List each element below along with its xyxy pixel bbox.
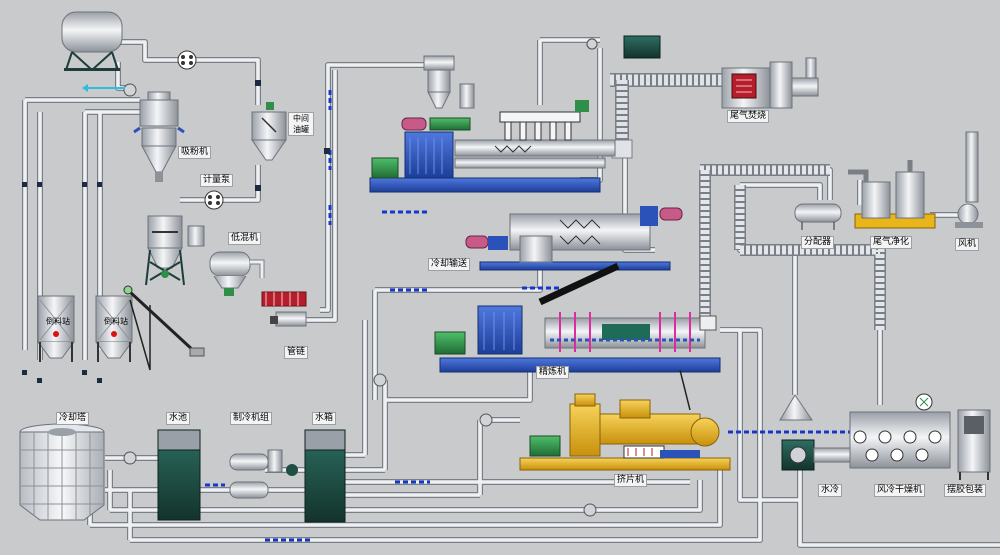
inclined-belt bbox=[538, 262, 620, 306]
pump-icons bbox=[123, 38, 598, 517]
cooling-tower bbox=[19, 423, 105, 521]
flow-indicators bbox=[205, 90, 850, 542]
low-mixer bbox=[209, 251, 265, 296]
weighing-hopper bbox=[145, 215, 205, 286]
air-cooling-dryer-label: 风冷干燥机 bbox=[874, 484, 926, 497]
suction-machine bbox=[133, 91, 185, 182]
intermediate-oil-tank bbox=[251, 102, 287, 161]
refining-machine bbox=[434, 305, 721, 411]
inclined-conveyor bbox=[123, 285, 205, 371]
chiller-unit bbox=[229, 449, 298, 499]
feeder-hopper bbox=[423, 55, 475, 109]
bin-station-1-label: 倒料站 bbox=[46, 317, 70, 326]
intermediate-tank-label: 中间 油罐 bbox=[288, 112, 314, 136]
refining-machine-label: 精炼机 bbox=[536, 366, 570, 379]
swing-packaging-label: 摆胶包装 bbox=[944, 484, 987, 497]
air-cooling-dryer bbox=[849, 393, 951, 469]
tail-gas-incineration-label: 尾气焚烧 bbox=[727, 110, 770, 123]
chiller-unit-label: 制冷机组 bbox=[230, 412, 273, 425]
water-tank bbox=[304, 429, 346, 523]
rotary-valve-icon bbox=[177, 50, 197, 70]
tube-chain-label: 管链 bbox=[284, 346, 309, 359]
water-pool-label: 水池 bbox=[166, 412, 191, 425]
exhaust-duct bbox=[610, 73, 886, 330]
distributor bbox=[794, 203, 842, 230]
water-cooling-label: 水冷 bbox=[818, 484, 843, 497]
metering-pump-label: 计量泵 bbox=[200, 174, 234, 187]
water-cooling-unit bbox=[781, 439, 855, 471]
tail-gas-purification-label: 尾气净化 bbox=[870, 236, 913, 249]
distributor-label: 分配器 bbox=[801, 236, 835, 249]
valve-markers bbox=[22, 80, 330, 383]
fan-icon bbox=[82, 83, 137, 97]
suction-machine-label: 吸粉机 bbox=[178, 146, 212, 159]
tube-chain-conveyor bbox=[261, 291, 307, 327]
metering-pump-icon bbox=[204, 190, 224, 210]
swing-packaging-machine bbox=[957, 409, 991, 480]
cooling-conveyor bbox=[465, 206, 683, 271]
cooling-conveying-label: 冷却输送 bbox=[428, 258, 471, 271]
tail-gas-purifier bbox=[848, 160, 936, 229]
tail-gas-incinerator bbox=[721, 57, 819, 109]
water-pool-tank bbox=[157, 429, 201, 521]
tablet-machine-label: 挤片机 bbox=[614, 474, 648, 487]
cooling-tower-label: 冷却塔 bbox=[56, 412, 90, 425]
bin-station-2 bbox=[95, 295, 133, 362]
exhaust-fan bbox=[955, 131, 983, 228]
storage-tank bbox=[61, 11, 123, 71]
top-extruder bbox=[369, 100, 616, 193]
low-mixer-label: 低混机 bbox=[228, 232, 262, 245]
fan-label: 风机 bbox=[955, 238, 980, 251]
exhaust-hood bbox=[779, 394, 813, 421]
bin-station-1 bbox=[37, 295, 75, 362]
tablet-extruder bbox=[519, 393, 731, 471]
water-tank-label: 水箱 bbox=[312, 412, 337, 425]
bin-station-2-label: 倒料站 bbox=[104, 317, 128, 326]
